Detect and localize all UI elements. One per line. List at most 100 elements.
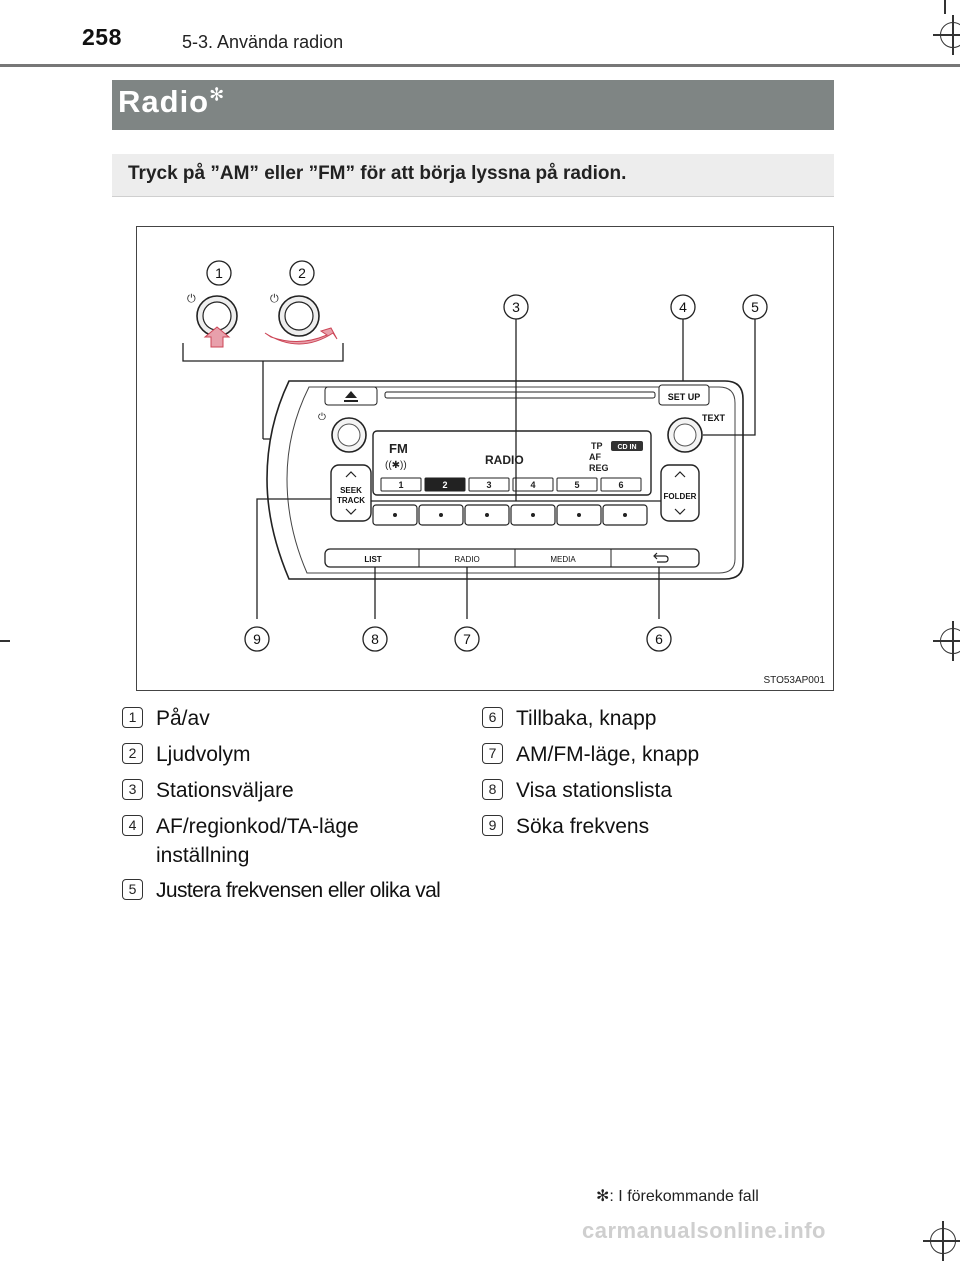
legend-item-station-selector: Stationsväljare <box>156 779 294 802</box>
volume-knob-inset-icon: ⏻ <box>264 293 338 345</box>
section-title-text: Radio <box>118 84 210 119</box>
legend-marker: 3 <box>122 779 143 800</box>
legend-item-volume: Ljudvolym <box>156 743 251 766</box>
display-af: AF <box>589 452 601 462</box>
radio-panel-illustration: ⏻ ⏻ SET UP TEXT ⏻ <box>182 260 825 686</box>
legend-item-seek-frequency: Söka frekvens <box>516 815 650 838</box>
header-rule <box>0 64 960 67</box>
display-band: FM <box>389 441 408 456</box>
preset-dot-icon <box>439 513 443 517</box>
callout-number: 1 <box>215 265 223 281</box>
setup-button[interactable] <box>658 384 710 406</box>
callout-markers: 1 2 3 4 5 6 7 8 9 <box>206 260 768 652</box>
callout-number: 7 <box>463 631 471 647</box>
section-band <box>112 80 834 130</box>
svg-text:⏻: ⏻ <box>187 293 196 305</box>
callout-circle <box>454 626 480 652</box>
asterisk-mark: ✻ <box>209 84 226 105</box>
crop-mark-left <box>0 640 10 642</box>
figure-code: STO53AP001 <box>763 675 825 686</box>
chevron-up-icon <box>345 471 357 478</box>
back-arrow-icon[interactable] <box>653 552 669 563</box>
radio-figure: ⏻ ⏻ SET UP TEXT ⏻ <box>136 226 834 691</box>
legend-marker: 7 <box>482 743 503 764</box>
power-symbol-icon: ⏻ <box>318 412 326 423</box>
preset-dot-icon <box>485 513 489 517</box>
preset-dot-icon <box>393 513 397 517</box>
chapter-title: 5-3. Använda radion <box>182 32 344 52</box>
setup-label: SET UP <box>668 392 701 402</box>
crop-mark-top-right <box>944 0 946 14</box>
preset-cell <box>468 477 510 492</box>
callout-circle <box>742 294 768 320</box>
chevron-down-icon <box>345 508 357 515</box>
preset-number: 3 <box>486 480 491 490</box>
display-center: RADIO <box>485 453 524 467</box>
intro-box: Tryck på ”AM” eller ”FM” för att börja l… <box>112 154 834 197</box>
registration-mark-icon <box>923 1221 960 1261</box>
legend-marker: 2 <box>122 743 143 764</box>
folder-button[interactable] <box>660 464 700 522</box>
legend-marker: 5 <box>122 879 143 900</box>
preset-dot-icon <box>623 513 627 517</box>
intro-text: Tryck på ”AM” eller ”FM” för att börja l… <box>128 163 627 184</box>
legend-marker: 1 <box>122 707 143 728</box>
display-cd-in: CD IN <box>617 444 636 451</box>
callout-number: 9 <box>253 631 261 647</box>
legend-marker: 9 <box>482 815 503 836</box>
power-knob-inset-icon: ⏻ <box>187 293 238 348</box>
preset-number-strip: 1 2 3 4 5 6 <box>380 477 642 492</box>
callout-number: 8 <box>371 631 379 647</box>
callout-circle <box>206 260 232 286</box>
footnote: ✻: I förekommande fall <box>596 1188 759 1205</box>
callout-number: 3 <box>512 299 520 315</box>
callout-number: 5 <box>751 299 759 315</box>
registration-mark-icon <box>933 621 960 661</box>
preset-cell <box>556 477 598 492</box>
svg-text:⏻: ⏻ <box>270 293 279 305</box>
eject-icon <box>344 391 358 402</box>
page-number: 258 <box>82 24 122 50</box>
legend-marker: 4 <box>122 815 143 836</box>
media-button[interactable]: MEDIA <box>550 555 576 564</box>
legend-item-am-fm-mode: AM/FM-läge, knapp <box>516 743 700 766</box>
seek-track-button[interactable] <box>330 464 372 522</box>
preset-buttons <box>372 504 648 526</box>
legend-item-back-button: Tillbaka, knapp <box>516 707 657 730</box>
chevron-up-icon <box>674 471 686 478</box>
seek-label: SEEK <box>340 486 362 495</box>
callout-circle <box>244 626 270 652</box>
display-reg: REG <box>589 463 609 473</box>
preset-cell <box>600 477 642 492</box>
preset-number: 1 <box>398 480 403 490</box>
text-label: TEXT <box>702 413 726 423</box>
legend-item-af-region-ta-line2: inställning <box>156 844 250 867</box>
preset-number: 2 <box>442 480 447 490</box>
preset-number: 6 <box>618 480 623 490</box>
preset-dot-icon <box>531 513 535 517</box>
list-button[interactable]: LIST <box>364 555 381 564</box>
preset-cell <box>424 477 466 492</box>
legend-marker: 6 <box>482 707 503 728</box>
folder-label: FOLDER <box>664 492 697 501</box>
callout-circle <box>362 626 388 652</box>
callout-number: 2 <box>298 265 306 281</box>
watermark: carmanualsonline.info <box>582 1218 826 1243</box>
radio-button[interactable]: RADIO <box>454 555 479 564</box>
chevron-down-icon <box>674 508 686 515</box>
callout-circle <box>670 294 696 320</box>
track-label: TRACK <box>337 496 365 505</box>
callout-circle <box>503 294 529 320</box>
preset-cell <box>380 477 422 492</box>
display-tp: TP <box>591 441 603 451</box>
callout-number: 4 <box>679 299 687 315</box>
preset-number: 5 <box>574 480 579 490</box>
callout-circle <box>646 626 672 652</box>
legend-item-station-list: Visa stationslista <box>516 779 673 802</box>
section-title: Radio✻ <box>118 84 225 120</box>
preset-number: 4 <box>530 480 535 490</box>
callout-circle <box>289 260 315 286</box>
preset-cell <box>512 477 554 492</box>
legend-item-on-off: På/av <box>156 707 210 730</box>
signal-icon: ((✱)) <box>385 460 407 471</box>
